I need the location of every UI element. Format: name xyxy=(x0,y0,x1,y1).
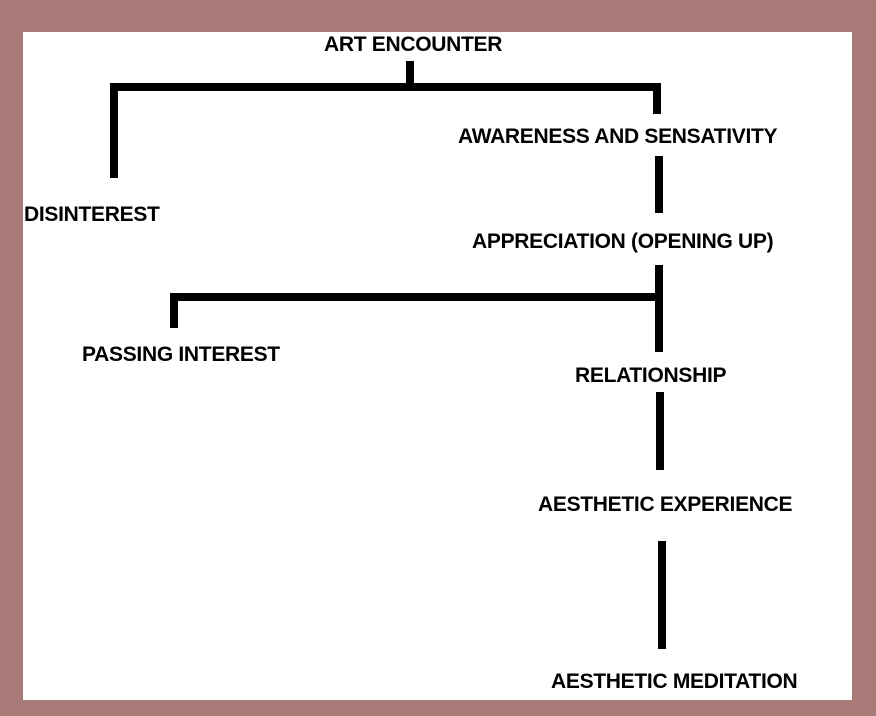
node-aesthetic-experience: AESTHETIC EXPERIENCE xyxy=(538,493,793,516)
node-relationship: RELATIONSHIP xyxy=(575,364,727,387)
node-appreciation: APPRECIATION (OPENING UP) xyxy=(472,230,774,253)
node-awareness-and-sensativity: AWARENESS AND SENSATIVITY xyxy=(458,125,778,148)
diagram-canvas xyxy=(23,32,852,700)
node-art-encounter: ART ENCOUNTER xyxy=(324,33,503,56)
node-passing-interest: PASSING INTEREST xyxy=(82,343,280,366)
node-aesthetic-meditation: AESTHETIC MEDITATION xyxy=(551,670,798,693)
node-disinterest: DISINTEREST xyxy=(24,203,160,226)
